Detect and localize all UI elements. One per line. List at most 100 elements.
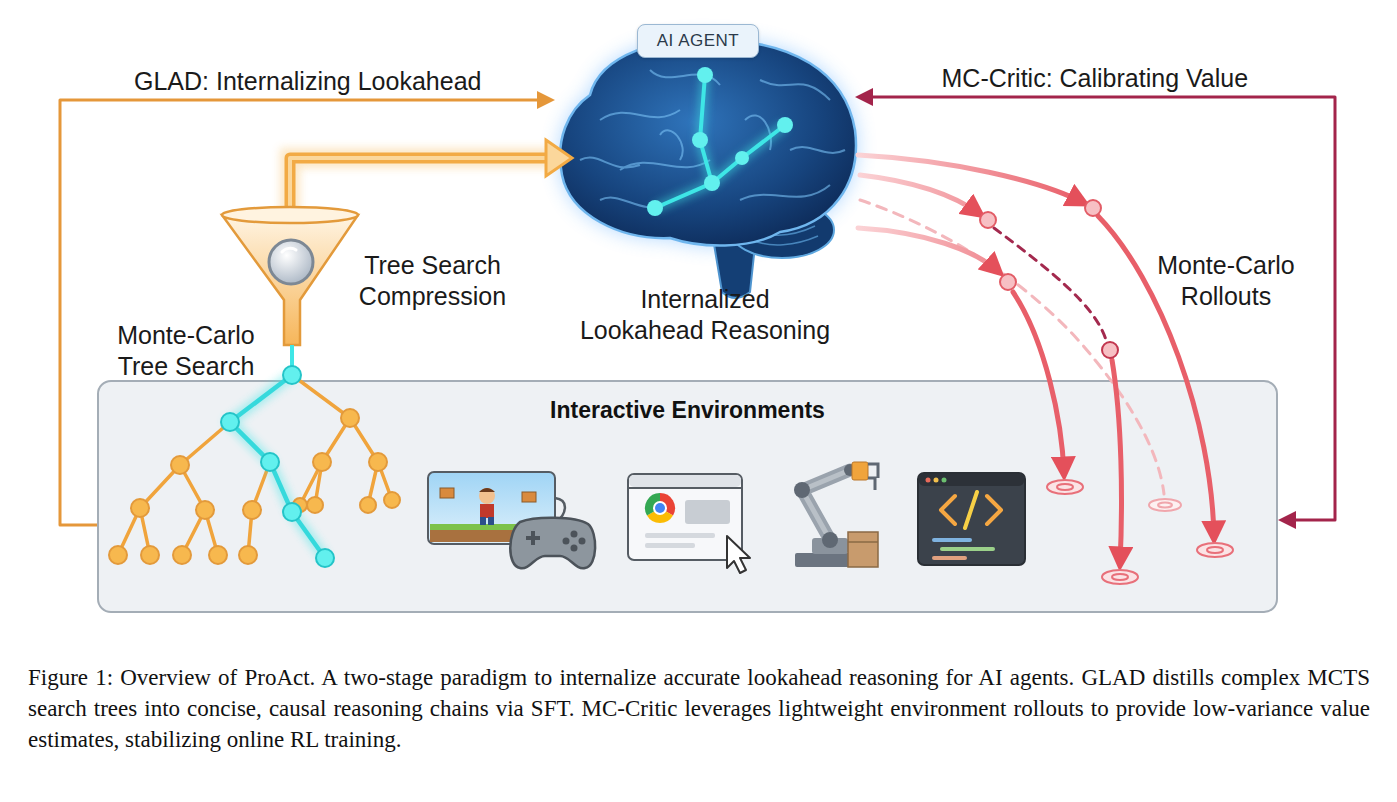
code-editor-icon <box>940 547 995 551</box>
code-editor-icon <box>926 478 931 483</box>
rollout-targets <box>1149 499 1181 511</box>
critic-arrow <box>855 88 1335 529</box>
rollout-targets <box>1102 570 1138 584</box>
reasoning-network <box>647 67 793 216</box>
rollout-arrows <box>1102 342 1118 358</box>
arrow-head <box>855 88 873 106</box>
compression-arrow <box>546 140 572 176</box>
browser-icon <box>628 474 742 560</box>
game-icon <box>579 538 586 545</box>
search-tree <box>196 501 214 519</box>
search-tree <box>369 453 387 471</box>
reasoning-network <box>655 75 785 208</box>
code-editor-icon <box>918 473 1025 565</box>
game-icon <box>480 504 494 518</box>
arrow-head <box>537 91 555 109</box>
code-editor-icon <box>965 492 977 528</box>
search-tree <box>173 546 191 564</box>
node-title: Internalized Lookahead Reasoning <box>577 284 833 346</box>
search-tree <box>109 546 127 564</box>
rollout-arrows <box>1000 274 1016 290</box>
connector-line <box>60 100 541 525</box>
node-title: Interactive Environments <box>99 397 1276 424</box>
game-icon <box>526 531 540 545</box>
compression-arrow <box>290 158 550 215</box>
edge-label: GLAD: Internalizing Lookahead <box>134 66 481 96</box>
search-tree <box>141 546 159 564</box>
game-icon <box>563 538 570 545</box>
reasoning-network <box>697 67 713 83</box>
funnel-icon <box>222 207 358 375</box>
search-tree <box>313 453 331 471</box>
step-label: Tree Search Compression <box>350 250 515 312</box>
search-tree <box>171 456 189 474</box>
robot-arm-icon <box>822 532 838 548</box>
reasoning-network <box>704 175 720 191</box>
search-tree <box>283 503 301 521</box>
rollout-targets <box>1112 574 1128 580</box>
brain-node: Internalized Lookahead Reasoning <box>555 38 855 338</box>
browser-icon <box>645 533 715 538</box>
search-tree <box>307 497 323 513</box>
browser-icon <box>653 501 667 515</box>
rollout-arrows <box>1085 200 1101 216</box>
arrow-head <box>1278 511 1296 529</box>
game-icon <box>488 517 494 525</box>
code-editor-icon <box>934 478 939 483</box>
reasoning-network <box>655 75 785 208</box>
reasoning-network <box>735 151 749 165</box>
code-editor-icon <box>942 478 947 483</box>
browser-icon <box>655 503 665 513</box>
edge-label: MC-Critic: Calibrating Value <box>942 63 1249 93</box>
search-tree <box>360 497 376 513</box>
rollout-targets <box>1057 484 1073 490</box>
compression-arrow <box>290 158 550 212</box>
game-icon <box>571 545 578 552</box>
search-tree <box>316 549 334 567</box>
browser-icon <box>629 475 741 487</box>
game-icon <box>479 488 495 492</box>
reasoning-network <box>647 200 663 216</box>
distillation-arrow <box>60 91 555 525</box>
search-tree <box>209 546 227 564</box>
rollout-arrows <box>858 228 999 272</box>
game-icon <box>571 531 578 538</box>
brain-illustration <box>560 39 856 245</box>
robot-arm-icon <box>848 541 878 543</box>
code-editor-icon <box>987 496 1001 524</box>
funnel-icon <box>222 207 358 223</box>
funnel-icon <box>282 248 296 252</box>
reasoning-network <box>777 117 793 133</box>
rollout-arrows <box>860 175 980 214</box>
rollout-targets <box>1197 543 1233 557</box>
browser-icon <box>685 500 730 524</box>
search-tree <box>384 492 400 508</box>
game-icon <box>440 488 454 498</box>
brain-illustration <box>560 39 856 298</box>
code-editor-icon <box>919 474 1024 486</box>
rollout-targets <box>1158 503 1172 508</box>
method-label: Monte-Carlo Rollouts <box>1140 250 1312 312</box>
code-editor-icon <box>932 556 967 560</box>
search-tree <box>261 453 279 471</box>
search-tree <box>221 413 239 431</box>
browser-icon <box>628 474 750 573</box>
method-label: Monte-Carlo Tree Search <box>100 320 272 382</box>
figure-caption: Figure 1: Overview of ProAct. A two-stag… <box>28 662 1370 755</box>
search-tree <box>243 501 261 519</box>
robot-arm-icon <box>852 462 868 480</box>
connector-line <box>869 97 1335 520</box>
robot-arm-icon <box>794 482 810 498</box>
node-title: AI AGENT <box>657 31 739 51</box>
search-tree <box>131 499 149 517</box>
compression-arrow <box>290 140 572 215</box>
rollout-arrows <box>994 228 1106 340</box>
search-tree <box>239 546 257 564</box>
code-editor-icon <box>918 473 1025 565</box>
browser-icon <box>645 543 695 548</box>
agent-badge: AI AGENT <box>637 24 759 58</box>
game-icon <box>479 488 495 504</box>
brain-illustration <box>580 70 845 207</box>
